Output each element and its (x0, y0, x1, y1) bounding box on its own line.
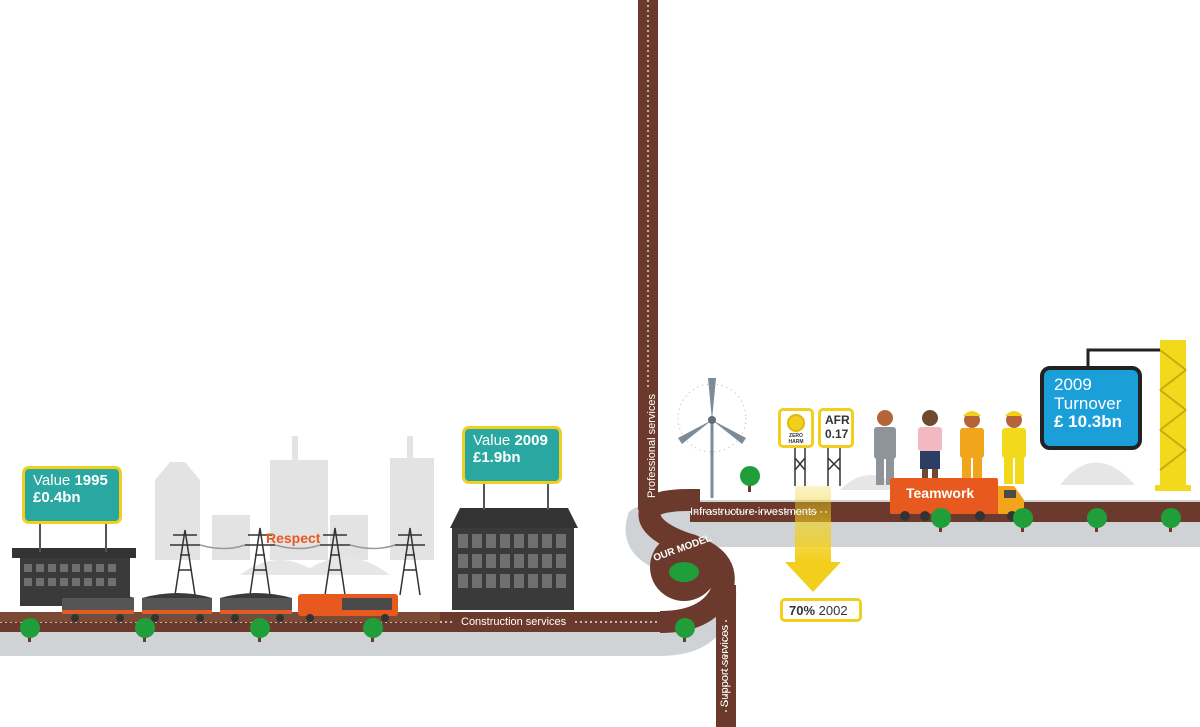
callout-70-percent: 70% 2002 (780, 598, 862, 622)
turnover-year: 2009 (1054, 375, 1092, 394)
tree (135, 618, 155, 642)
tree (1013, 508, 1033, 532)
sign-posts (794, 448, 841, 486)
office-building (450, 508, 578, 610)
callout-year: 2002 (818, 603, 848, 618)
value-2009-prefix: Value (473, 432, 511, 449)
tree (740, 466, 760, 492)
billboard-posts-2009 (483, 484, 549, 510)
growth-arrow (785, 486, 841, 592)
value-1995-year: 1995 (74, 472, 108, 489)
train (0, 593, 440, 622)
tree (1161, 508, 1181, 532)
turnover-label: Turnover (1054, 393, 1122, 413)
tree (363, 618, 383, 642)
value-1995-prefix: Value (33, 472, 71, 489)
billboard-value-1995: Value 1995 £0.4bn (22, 466, 122, 524)
tree (20, 618, 40, 642)
billboard-turnover-2009: 2009 Turnover £ 10.3bn (1040, 366, 1142, 450)
value-1995-amount: £0.4bn (33, 488, 81, 506)
teamwork-label: Teamwork (906, 485, 975, 501)
zero-harm-icon (787, 414, 805, 432)
teamwork-lorry (890, 478, 1024, 521)
zero-harm-sign: ZERO HARM (778, 408, 814, 448)
billboard-value-2009: Value 2009 £1.9bn (462, 426, 562, 484)
hills (240, 462, 1135, 575)
power-pylons (170, 527, 425, 596)
professional-services-label: Professional services (645, 394, 658, 498)
value-2009-year: 2009 (514, 432, 548, 449)
wind-turbine (677, 378, 747, 498)
afr-label: AFR (825, 413, 850, 427)
our-model-hub (650, 533, 718, 601)
crane (1086, 340, 1191, 491)
construction-services-label: Construction services (461, 616, 567, 628)
tree (675, 618, 695, 642)
respect-label: Respect (266, 530, 321, 546)
tree (1087, 508, 1107, 532)
tree (250, 618, 270, 642)
trees (20, 466, 1181, 642)
billboard-posts-1995 (39, 522, 107, 552)
people-group (874, 410, 1026, 485)
infrastructure-investments-label: Infrastructure investments (690, 506, 817, 518)
callout-percent: 70% (789, 603, 816, 618)
support-services-label: Support services (718, 625, 731, 707)
tree (931, 508, 951, 532)
turnover-amount: £ 10.3bn (1054, 412, 1123, 432)
afr-sign: AFR 0.17 (818, 408, 854, 448)
zero-harm-text: ZERO HARM (788, 433, 804, 445)
afr-value: 0.17 (825, 427, 849, 442)
value-2009-amount: £1.9bn (473, 448, 521, 466)
